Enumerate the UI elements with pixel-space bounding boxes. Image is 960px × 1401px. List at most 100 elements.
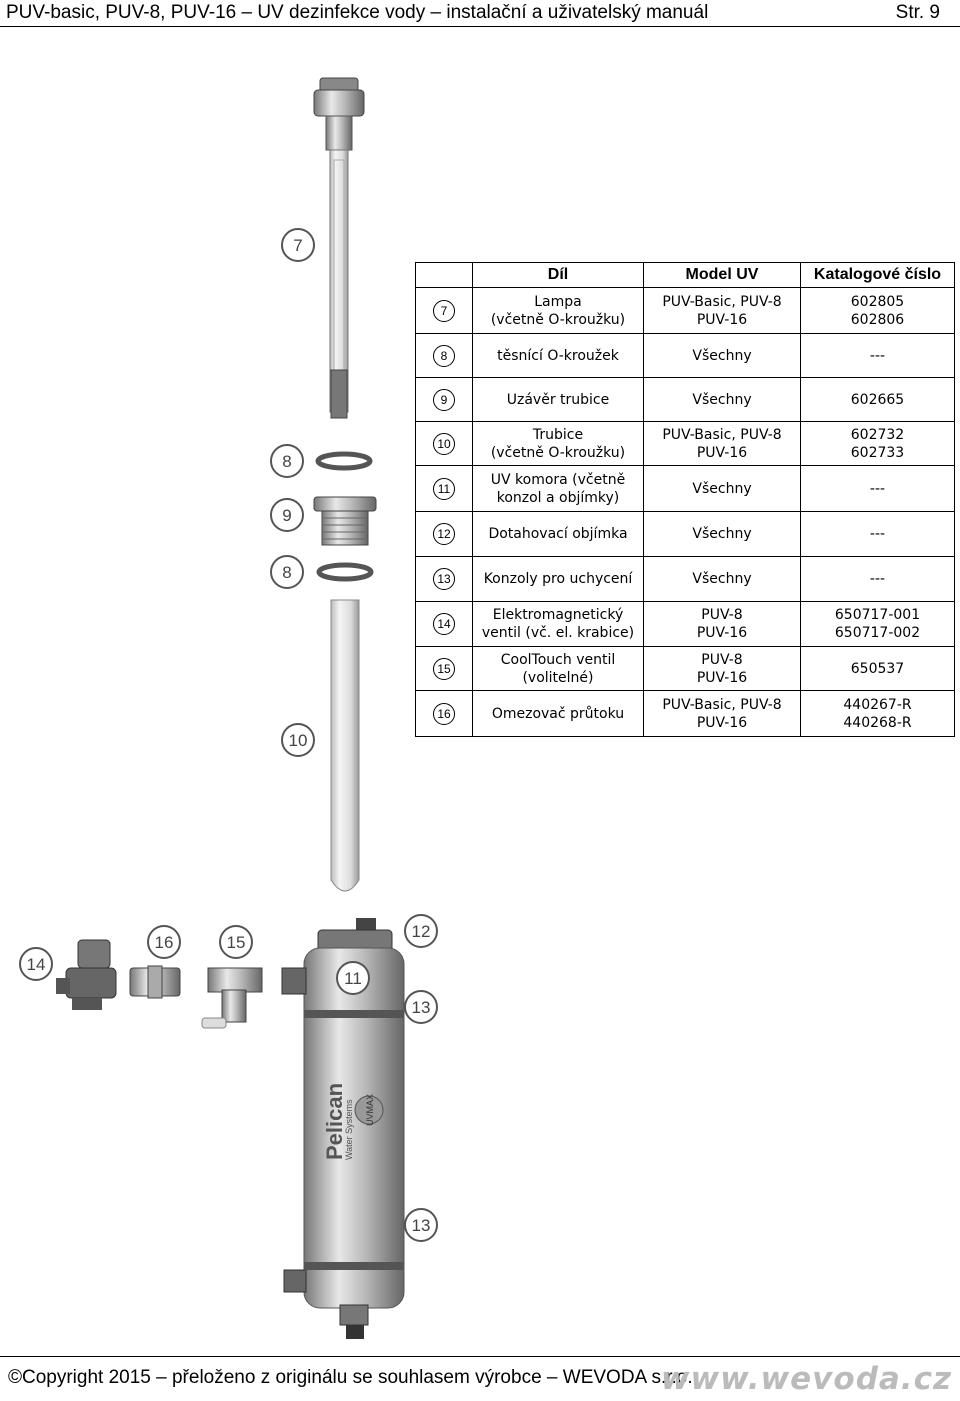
header-catalog: Katalogové číslo [800, 262, 955, 288]
item-number: 9 [415, 377, 473, 422]
catalog-number-text: 650717-001 650717-002 [834, 607, 921, 641]
header-part: Díl [472, 262, 644, 288]
model-value: Všechny [643, 511, 801, 557]
item-number: 15 [415, 646, 473, 691]
svg-text:11: 11 [344, 969, 362, 988]
item-number: 10 [415, 421, 473, 466]
item-number: 16 [415, 690, 473, 737]
item-number-text: 15 [433, 657, 455, 680]
part-name: Omezovač průtoku [472, 690, 644, 737]
model-value-text: Všechny [692, 391, 752, 408]
part-name: CoolTouch ventil (volitelné) [472, 646, 644, 691]
table-row: 9 Uzávěr trubice Všechny 602665 [415, 377, 955, 422]
svg-text:16: 16 [155, 933, 174, 952]
part-name-text: Lampa (včetně O-kroužku) [490, 293, 626, 328]
part-name: Konzoly pro uchycení [472, 556, 644, 602]
parts-table: Díl Model UV Katalogové číslo 7 Lampa (vč… [415, 262, 955, 737]
o-ring-upper [315, 451, 373, 471]
svg-text:13: 13 [412, 998, 431, 1017]
part-name: Trubice (včetně O-kroužku) [472, 421, 644, 466]
callout-8-lower: 8 [270, 555, 304, 589]
catalog-number-text: --- [869, 347, 886, 364]
svg-text:8: 8 [282, 452, 291, 471]
model-value-text: PUV-Basic, PUV-8 PUV-16 [662, 696, 782, 731]
catalog-number: 602665 [800, 377, 955, 422]
model-value: PUV-Basic, PUV-8 PUV-16 [643, 690, 801, 737]
flow-restrictor [129, 965, 181, 999]
part-name-text: Omezovač průtoku [491, 705, 625, 722]
o-ring-lower [316, 562, 374, 582]
callout-12: 12 [404, 914, 438, 948]
svg-text:12: 12 [412, 922, 431, 941]
model-value-text: Všechny [692, 347, 752, 364]
item-number-text: 11 [433, 477, 455, 500]
catalog-number-text: 602732 602733 [850, 426, 905, 461]
catalog-number: 650537 [800, 646, 955, 691]
item-number-text: 12 [433, 523, 455, 545]
callout-10: 10 [281, 723, 315, 757]
document-title: PUV-basic, PUV-8, PUV-16 – UV dezinfekce… [6, 2, 709, 23]
catalog-number: --- [800, 511, 955, 557]
callout-13-upper: 13 [404, 990, 438, 1024]
uv-chamber: UVMAX Pelican Water Systems [281, 918, 405, 1339]
model-value-text: PUV-8 PUV-16 [696, 607, 748, 641]
svg-text:7: 7 [293, 236, 302, 255]
item-number-text: 13 [433, 568, 455, 590]
model-value: PUV-8 PUV-16 [643, 646, 801, 691]
svg-text:15: 15 [227, 933, 246, 952]
callout-9: 9 [270, 498, 304, 532]
item-number-text: 14 [433, 613, 455, 635]
table-row: 7 Lampa (včetně O-kroužku) PUV-Basic, PUV-… [415, 287, 955, 334]
uv-lamp [313, 77, 365, 419]
table-row: 12 Dotahovací objímka Všechny --- [415, 511, 955, 557]
catalog-number: --- [800, 556, 955, 602]
model-value: Všechny [643, 377, 801, 422]
part-name: Dotahovací objímka [472, 511, 644, 557]
model-value-text: Všechny [692, 526, 752, 542]
catalog-number: 602805 602806 [800, 287, 955, 334]
model-value-text: PUV-8 PUV-16 [696, 651, 748, 686]
model-value-text: PUV-Basic, PUV-8 PUV-16 [662, 293, 782, 328]
item-number-text: 7 [433, 299, 455, 322]
svg-text:13: 13 [412, 1216, 431, 1235]
table-row: 16 Omezovač průtoku PUV-Basic, PUV-8 PUV-1… [415, 690, 955, 737]
solenoid-valve [56, 939, 117, 1010]
header-num [415, 262, 473, 288]
callout-8-upper: 8 [270, 444, 304, 478]
copyright-text: ©Copyright 2015 – přeloženo z originálu … [8, 1367, 693, 1388]
part-name: těsnící O-kroužek [472, 333, 644, 378]
item-number: 11 [415, 465, 473, 512]
item-number: 14 [415, 601, 473, 647]
part-name: Uzávěr trubice [472, 377, 644, 422]
cooltouch-valve [201, 967, 263, 1029]
item-number-text: 10 [433, 432, 455, 455]
model-value: Všechny [643, 333, 801, 378]
model-value-text: Všechny [692, 480, 752, 497]
part-name-text: Dotahovací objímka [488, 526, 628, 542]
part-name: Lampa (včetně O-kroužku) [472, 287, 644, 334]
catalog-number-text: --- [869, 571, 886, 587]
table-row: 8 těsnící O-kroužek Všechny --- [415, 333, 955, 378]
part-name-text: těsnící O-kroužek [497, 347, 619, 364]
svg-text:14: 14 [27, 955, 46, 974]
part-name-text: Trubice (včetně O-kroužku) [490, 426, 626, 461]
model-value-text: PUV-Basic, PUV-8 PUV-16 [662, 426, 782, 461]
catalog-number: 440267-R 440268-R [800, 690, 955, 737]
item-number-text: 9 [433, 388, 455, 411]
part-name-text: CoolTouch ventil (volitelné) [500, 651, 616, 686]
brand-label: Pelican [322, 1083, 347, 1160]
callout-16: 16 [147, 925, 181, 959]
model-value-text: Všechny [692, 571, 752, 587]
catalog-number-text: --- [869, 480, 886, 497]
table-row: 10 Trubice (včetně O-kroužku) PUV-Basic, P… [415, 421, 955, 466]
callout-14: 14 [19, 947, 53, 981]
item-number-text: 8 [433, 344, 455, 367]
catalog-number-text: 440267-R 440268-R [843, 696, 912, 731]
svg-text:8: 8 [282, 563, 291, 582]
header-model: Model UV [643, 262, 801, 288]
catalog-number: 602732 602733 [800, 421, 955, 466]
part-name-text: Uzávěr trubice [506, 391, 610, 408]
catalog-number-text: 602665 [850, 391, 905, 408]
